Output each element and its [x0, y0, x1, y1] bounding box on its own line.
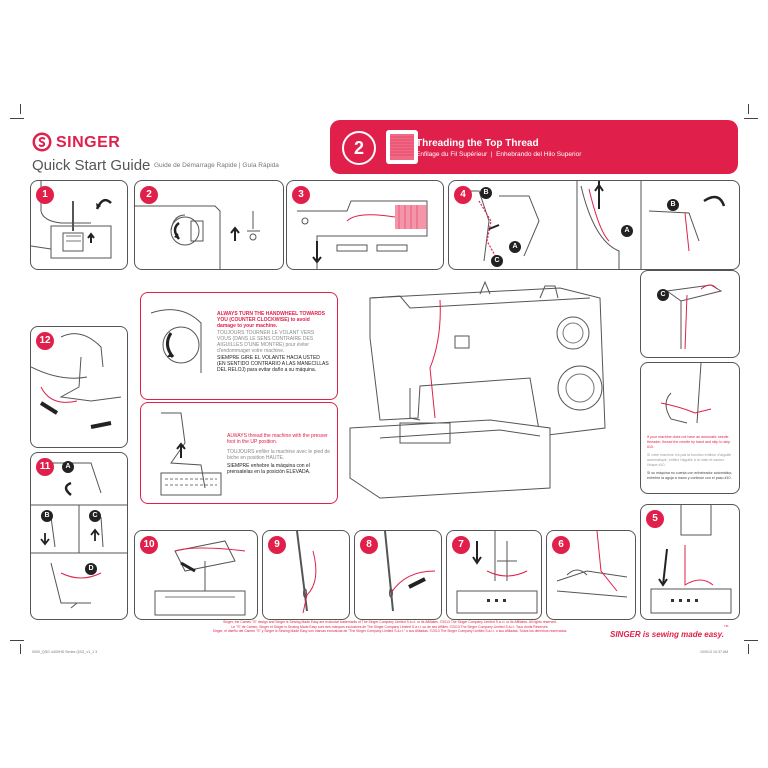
crop-mark — [10, 118, 24, 119]
sewing-machine-illustration — [340, 278, 625, 518]
step-1-panel: 1 — [30, 180, 128, 270]
step-2-panel: 2 — [134, 180, 284, 270]
header-subtitle: Enfilage du Fil Supérieur | Enhebrando d… — [416, 151, 582, 158]
letter-b-marker: B — [480, 187, 492, 199]
legal-notice: Singer, the Cameo "S" design and Singer … — [170, 620, 610, 634]
letter-b-marker: B — [41, 510, 53, 522]
step-number-11: 11 — [36, 458, 54, 476]
step-4-panel: 4 B A C A B — [448, 180, 740, 270]
print-slug-left: 0000_QSG 4400HD Series QSG_v1_1 3 — [32, 650, 98, 654]
step-7-panel: 7 — [446, 530, 542, 620]
brand-name: SINGER — [56, 134, 121, 151]
step-9-illustration — [296, 531, 317, 614]
step-7-illustration — [456, 531, 538, 614]
crop-mark — [20, 104, 21, 114]
step-number-4: 4 — [454, 186, 472, 204]
letter-a-marker: A — [62, 461, 74, 473]
step-10-panel: 10 — [134, 530, 258, 620]
needle-note-fr: Si votre machine n'a pas la fonction enf… — [647, 453, 732, 467]
needle-note-en: If your machine does not have an automat… — [647, 435, 731, 449]
guide-subtitle: Guide de Démarrage Rapide | Guía Rápida — [154, 162, 279, 169]
guide-title: Quick Start Guide — [32, 157, 151, 174]
step-3-illustration — [297, 200, 428, 269]
letter-b-marker: B — [667, 199, 679, 211]
step-number-6: 6 — [552, 536, 570, 554]
handwheel-warning-es: SIEMPRE GIRE EL VOLANTE HACIA USTED (EN … — [217, 355, 329, 373]
letter-c-marker: C — [89, 510, 101, 522]
step-number-9: 9 — [268, 536, 286, 554]
singer-logo-icon — [32, 132, 52, 152]
crop-mark — [20, 644, 21, 654]
presser-warning-fr: TOUJOURS enfiler la machine avec le pied… — [227, 449, 331, 461]
needle-threader-note-panel: If your machine does not have an automat… — [640, 362, 740, 494]
handwheel-illustration — [150, 309, 202, 373]
brand-tagline: SINGER is sewing made easy.TM — [610, 624, 729, 639]
step-1-illustration — [31, 181, 112, 259]
step-11-panel: 11 A B C D — [30, 452, 128, 620]
handwheel-warning-en: ALWAYS TURN THE HANDWHEEL TOWARDS YOU (C… — [217, 311, 325, 329]
crop-mark — [10, 640, 24, 641]
legal-line-3: Singer, el diseño del Cameo "S" y Singer… — [212, 629, 568, 634]
step-12-panel: 12 — [30, 326, 128, 448]
step-number-3: 3 — [292, 186, 310, 204]
letter-a-marker: A — [509, 241, 521, 253]
section-header: 2 Threading the Top Thread Enfilage du F… — [330, 120, 738, 174]
handwheel-warning-panel: ALWAYS TURN THE HANDWHEEL TOWARDS YOU (C… — [140, 292, 338, 400]
print-slug-right: 10/5/13 10:37 AM — [700, 650, 729, 654]
step-9-panel: 9 — [262, 530, 350, 620]
step-4c-panel: C — [640, 270, 740, 358]
step-2-illustration — [135, 205, 260, 269]
crop-mark — [748, 644, 749, 654]
step-6-illustration — [556, 531, 628, 598]
step-number-7: 7 — [452, 536, 470, 554]
header-step-number: 2 — [342, 131, 376, 165]
step-8-illustration — [384, 531, 436, 612]
presser-warning-en: ALWAYS thread the machine with the press… — [227, 433, 328, 445]
presser-foot-warning-panel: ALWAYS thread the machine with the press… — [140, 402, 338, 504]
crop-mark — [744, 640, 758, 641]
step-number-12: 12 — [36, 332, 54, 350]
letter-c-marker: C — [657, 289, 669, 301]
crop-mark — [744, 118, 758, 119]
step-4c-illustration — [665, 284, 723, 350]
crop-mark — [748, 104, 749, 114]
step-5-panel: 5 — [640, 504, 740, 620]
letter-a-marker: A — [621, 225, 633, 237]
step-11-illustration — [31, 462, 127, 609]
step-number-10: 10 — [140, 536, 158, 554]
legal-line-2: Le "S" de Cameo, Singer et Singer is Sew… — [231, 624, 549, 629]
handwheel-warning-fr: TOUJOURS TOURNER LE VOLANT VERS VOUS (DA… — [217, 330, 315, 354]
header-title: Threading the Top Thread — [416, 138, 539, 149]
step-3-panel: 3 — [286, 180, 444, 270]
spool-icon — [382, 126, 422, 168]
hand-threading-illustration — [660, 363, 712, 424]
step-6-panel: 6 — [546, 530, 636, 620]
letter-c-marker: C — [491, 255, 503, 267]
presser-warning-es: SIEMPRE enhebre la máquina con el prensa… — [227, 463, 311, 475]
step-number-8: 8 — [360, 536, 378, 554]
letter-d-marker: D — [85, 563, 97, 575]
legal-line-1: Singer, the Cameo "S" design and Singer … — [223, 620, 557, 624]
step-5-illustration — [650, 505, 732, 614]
step-number-5: 5 — [646, 510, 664, 528]
step-12-illustration — [31, 333, 122, 429]
step-4-illustration — [459, 181, 726, 269]
presser-foot-illustration — [160, 412, 222, 496]
step-number-2: 2 — [140, 186, 158, 204]
step-8-panel: 8 — [354, 530, 442, 620]
step-10-illustration — [154, 540, 246, 616]
needle-note-es: Si su máquina no cuenta con enhebrador a… — [647, 471, 733, 480]
step-number-1: 1 — [36, 186, 54, 204]
